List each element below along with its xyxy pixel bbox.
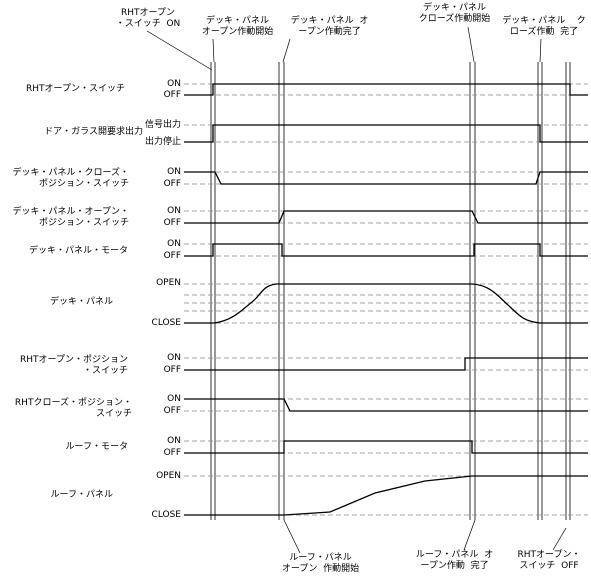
- leader-roof-open-complete: [463, 519, 476, 551]
- wave-deck-close-switch: [184, 171, 588, 185]
- row-label-rht-open-switch: RHTオープン・スイッチ: [26, 84, 125, 94]
- leader-deck-open-start: [212, 38, 215, 63]
- row-label-door-glass-request: ドア・ガラス開要求出力: [44, 127, 143, 137]
- row-label-deck-open-switch: デッキ・パネル・オープン・ ポジション・スイッチ: [12, 207, 129, 228]
- annotation-rht-open-switch-off: RHTオープン・ スイッチ OFF: [517, 550, 581, 571]
- level-dashed-lines: [184, 83, 588, 516]
- level-low-roof-motor: OFF: [163, 448, 181, 458]
- leader-deck-close-complete: [539, 38, 542, 63]
- wave-rht-close-pos-switch: [184, 398, 588, 412]
- wave-deck-open-switch: [184, 210, 588, 224]
- row-label-deck-panel: デッキ・パネル: [49, 297, 113, 307]
- level-low-deck-open-switch: OFF: [163, 218, 181, 228]
- wave-rht-open-pos-switch: [184, 357, 588, 371]
- row-label-deck-motor: デッキ・パネル・モータ: [28, 246, 128, 256]
- level-low-roof-panel: CLOSE: [151, 510, 181, 520]
- level-high-rht-close-pos-switch: ON: [167, 394, 181, 404]
- level-low-rht-open-pos-switch: OFF: [163, 365, 181, 375]
- leader-deck-open-complete: [282, 38, 291, 63]
- level-low-deck-panel: CLOSE: [151, 318, 181, 328]
- annotation-roof-open-start: ルーフ・パネル オープン 作動開始: [281, 553, 360, 574]
- annotation-deck-open-complete: デッキ・パネル オ ープン作動完了: [290, 16, 369, 37]
- level-high-door-glass-request: 信号出力: [144, 120, 181, 130]
- wave-roof-panel: [184, 475, 588, 516]
- leader-deck-close-start: [467, 26, 475, 63]
- leader-rht-open-switch-off: [552, 527, 567, 551]
- level-high-rht-open-pos-switch: ON: [167, 353, 181, 363]
- row-label-roof-panel: ルーフ・パネル: [50, 490, 113, 500]
- level-high-roof-motor: ON: [167, 436, 181, 446]
- annotation-deck-close-start: デッキ・パネル クローズ作動開始: [418, 3, 491, 24]
- level-high-deck-panel: OPEN: [156, 278, 181, 288]
- event-lines: [210, 62, 571, 520]
- leader-rht-open-switch-on: [146, 30, 213, 71]
- wave-deck-panel: [184, 283, 588, 324]
- level-high-deck-open-switch: ON: [167, 206, 181, 216]
- level-high-deck-motor: ON: [167, 239, 181, 249]
- annotation-deck-open-start: デッキ・パネル オープン作動開始: [201, 16, 274, 37]
- level-low-rht-close-pos-switch: OFF: [163, 406, 181, 416]
- level-low-deck-motor: OFF: [163, 251, 181, 261]
- wave-deck-motor: [184, 243, 588, 257]
- wave-roof-motor: [184, 440, 588, 454]
- level-high-roof-panel: OPEN: [156, 471, 181, 481]
- wave-rht-open-switch: [184, 83, 588, 96]
- level-low-deck-close-switch: OFF: [163, 179, 181, 189]
- row-label-roof-motor: ルーフ・モータ: [65, 442, 128, 452]
- row-label-rht-close-pos-switch: RHTクローズ・ポジション・ スイッチ: [14, 398, 132, 419]
- level-low-door-glass-request: 出力停止: [144, 137, 181, 147]
- row-label-rht-open-pos-switch: RHTオープン・ポジション ・スイッチ: [20, 355, 128, 376]
- level-high-rht-open-switch: ON: [167, 79, 181, 89]
- wave-door-glass-request: [184, 124, 588, 143]
- annotation-leaders: [146, 26, 567, 554]
- signal-waveforms: [184, 83, 588, 516]
- level-low-rht-open-switch: OFF: [163, 90, 181, 100]
- level-high-deck-close-switch: ON: [167, 167, 181, 177]
- annotation-deck-close-complete: デッキ・パネル ク ローズ作動 完了: [502, 16, 586, 37]
- row-label-deck-close-switch: デッキ・パネル・クローズ・ ポジション・スイッチ: [12, 168, 129, 189]
- annotation-rht-open-switch-on: RHTオープン ・スイッチ ON: [115, 8, 181, 29]
- leader-roof-open-start: [283, 519, 301, 554]
- annotation-roof-open-complete: ルーフ・パネル オ ープン作動 完了: [415, 550, 494, 571]
